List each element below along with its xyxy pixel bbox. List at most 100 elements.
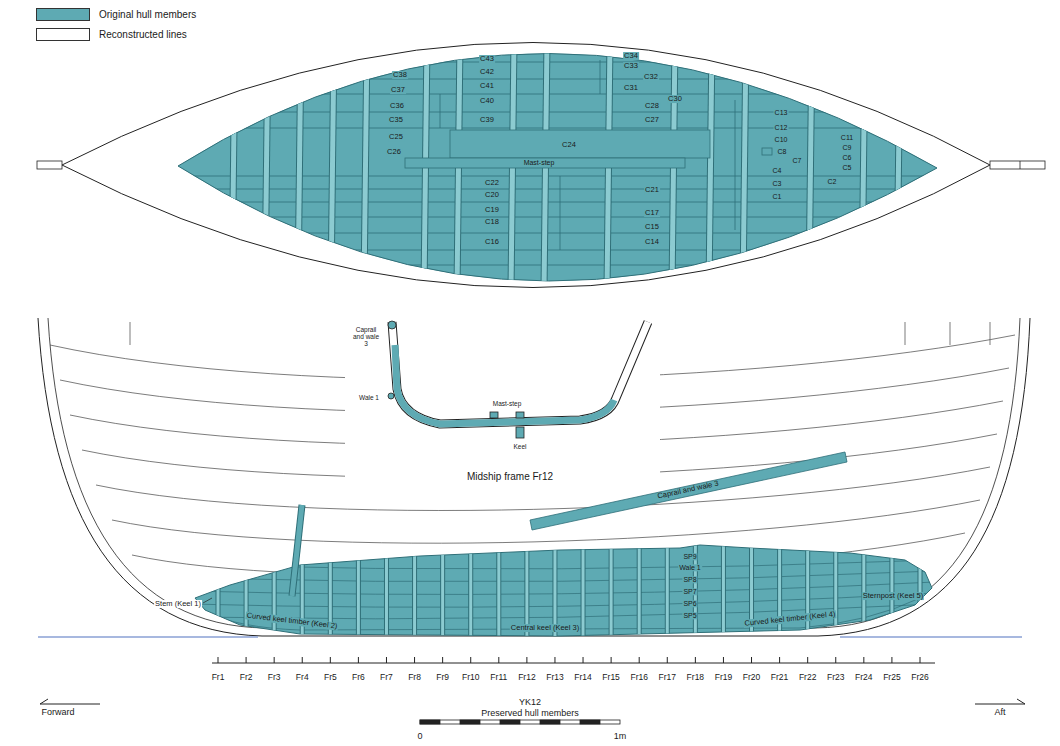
part-label: 0 (416, 732, 423, 741)
frame-timber (805, 540, 810, 640)
frame-timber (384, 540, 389, 640)
part-label: Sternpost (Keel 5) (862, 592, 924, 600)
frame-number: Fr21 (770, 673, 789, 682)
scale-tick (498, 657, 499, 663)
part-label: Wale 1 (678, 564, 702, 571)
frame-timber (777, 540, 782, 640)
frame-number: Fr6 (351, 673, 366, 682)
part-label: Forward (40, 708, 75, 717)
frame-timber (244, 540, 249, 640)
plank-label: C21 (644, 186, 660, 194)
frame-number: Fr23 (826, 673, 845, 682)
plank-label: C32 (643, 73, 659, 81)
frame-number: Fr12 (517, 673, 536, 682)
frame-timber (778, 540, 781, 640)
part-label: SP5 (682, 612, 697, 619)
frame-timber (440, 540, 445, 640)
scale-tick (863, 657, 864, 663)
frame-timber (582, 540, 585, 640)
part-label: SP6 (682, 600, 697, 607)
part-label: Caprail and wale 3 (350, 327, 382, 347)
plank-label: C3 (772, 180, 783, 187)
frame-timber (496, 540, 501, 640)
plank-label: C38 (392, 71, 408, 79)
scale-tick (611, 657, 612, 663)
plank-label: C20 (484, 191, 500, 199)
frame-number: Fr22 (798, 673, 817, 682)
midship-section (388, 321, 648, 438)
frame-timber (468, 540, 473, 640)
frame-number: Fr14 (573, 673, 592, 682)
frame-timber (217, 540, 220, 640)
part-label: SP7 (682, 588, 697, 595)
scale-tick (246, 657, 247, 663)
plank-label: C37 (390, 86, 406, 94)
part-label: Caprail and wale 3 (656, 479, 720, 500)
frame-timber (638, 540, 641, 640)
plank-label: C14 (644, 238, 660, 246)
frame-timber (272, 540, 277, 640)
plank-label: C18 (484, 218, 500, 226)
frame-timber (441, 540, 444, 640)
scale-tick (302, 657, 303, 663)
frame-timber (385, 540, 388, 640)
scale-tick (414, 657, 415, 663)
frame-number: Fr1 (211, 673, 226, 682)
plank-label: C34 (623, 52, 639, 60)
frame-number: Fr20 (742, 673, 761, 682)
scale-tick (920, 657, 921, 663)
frame-timber (412, 540, 417, 640)
plank-label: C30 (667, 95, 683, 103)
part-label: YK12 (518, 698, 542, 707)
part-label: Midship frame Fr12 (466, 472, 554, 483)
frame-timber (890, 540, 893, 640)
plank-label: C13 (774, 109, 789, 116)
frame-timber (245, 540, 248, 640)
legend-swatch (36, 8, 90, 21)
frame-timber (665, 540, 670, 640)
profile-view (38, 318, 1030, 640)
plank-label: C27 (644, 116, 660, 124)
frame-number: Fr7 (379, 673, 394, 682)
frame-timber (610, 540, 613, 640)
part-label: Curved keel timber (Keel 4) (743, 610, 837, 628)
part-label: Keel (512, 444, 527, 451)
plank-label: C11 (840, 134, 854, 141)
plank-label: C26 (386, 148, 402, 156)
scale-tick (723, 657, 724, 663)
scale-tick (751, 657, 752, 663)
frame-number: Fr11 (489, 673, 508, 682)
frame-number: Fr17 (658, 673, 677, 682)
part-label: Aft (993, 708, 1006, 717)
frame-number: Fr3 (267, 673, 282, 682)
plank-label: C36 (389, 102, 405, 110)
frame-number: Fr13 (545, 673, 564, 682)
frame-timber (834, 540, 837, 640)
scale-tick (330, 657, 331, 663)
plank-label: C35 (388, 116, 404, 124)
plank-label: C31 (623, 84, 639, 92)
frame-timber (806, 540, 809, 640)
frame-number: Fr2 (239, 673, 254, 682)
part-label: Wale 1 (358, 395, 380, 402)
scale-tick (583, 657, 584, 663)
part-label: SP9 (682, 553, 697, 560)
frame-number: Fr26 (910, 673, 929, 682)
frame-timber (216, 540, 221, 640)
part-label: Preserved hull members (480, 709, 580, 718)
plank-label: C24 (561, 141, 577, 149)
frame-timber (637, 540, 642, 640)
legend-text: Original hull members (99, 9, 196, 20)
plank-label: C10 (774, 136, 789, 143)
frame-number: Fr15 (601, 673, 620, 682)
legend-swatch (36, 28, 90, 41)
frame-timber (581, 540, 586, 640)
frame-timber (273, 540, 276, 640)
plan-view (37, 40, 1045, 290)
frame-timber (919, 540, 922, 640)
scale-tick (358, 657, 359, 663)
legend-row: Original hull members (36, 4, 196, 24)
frame-number: Fr18 (686, 673, 705, 682)
